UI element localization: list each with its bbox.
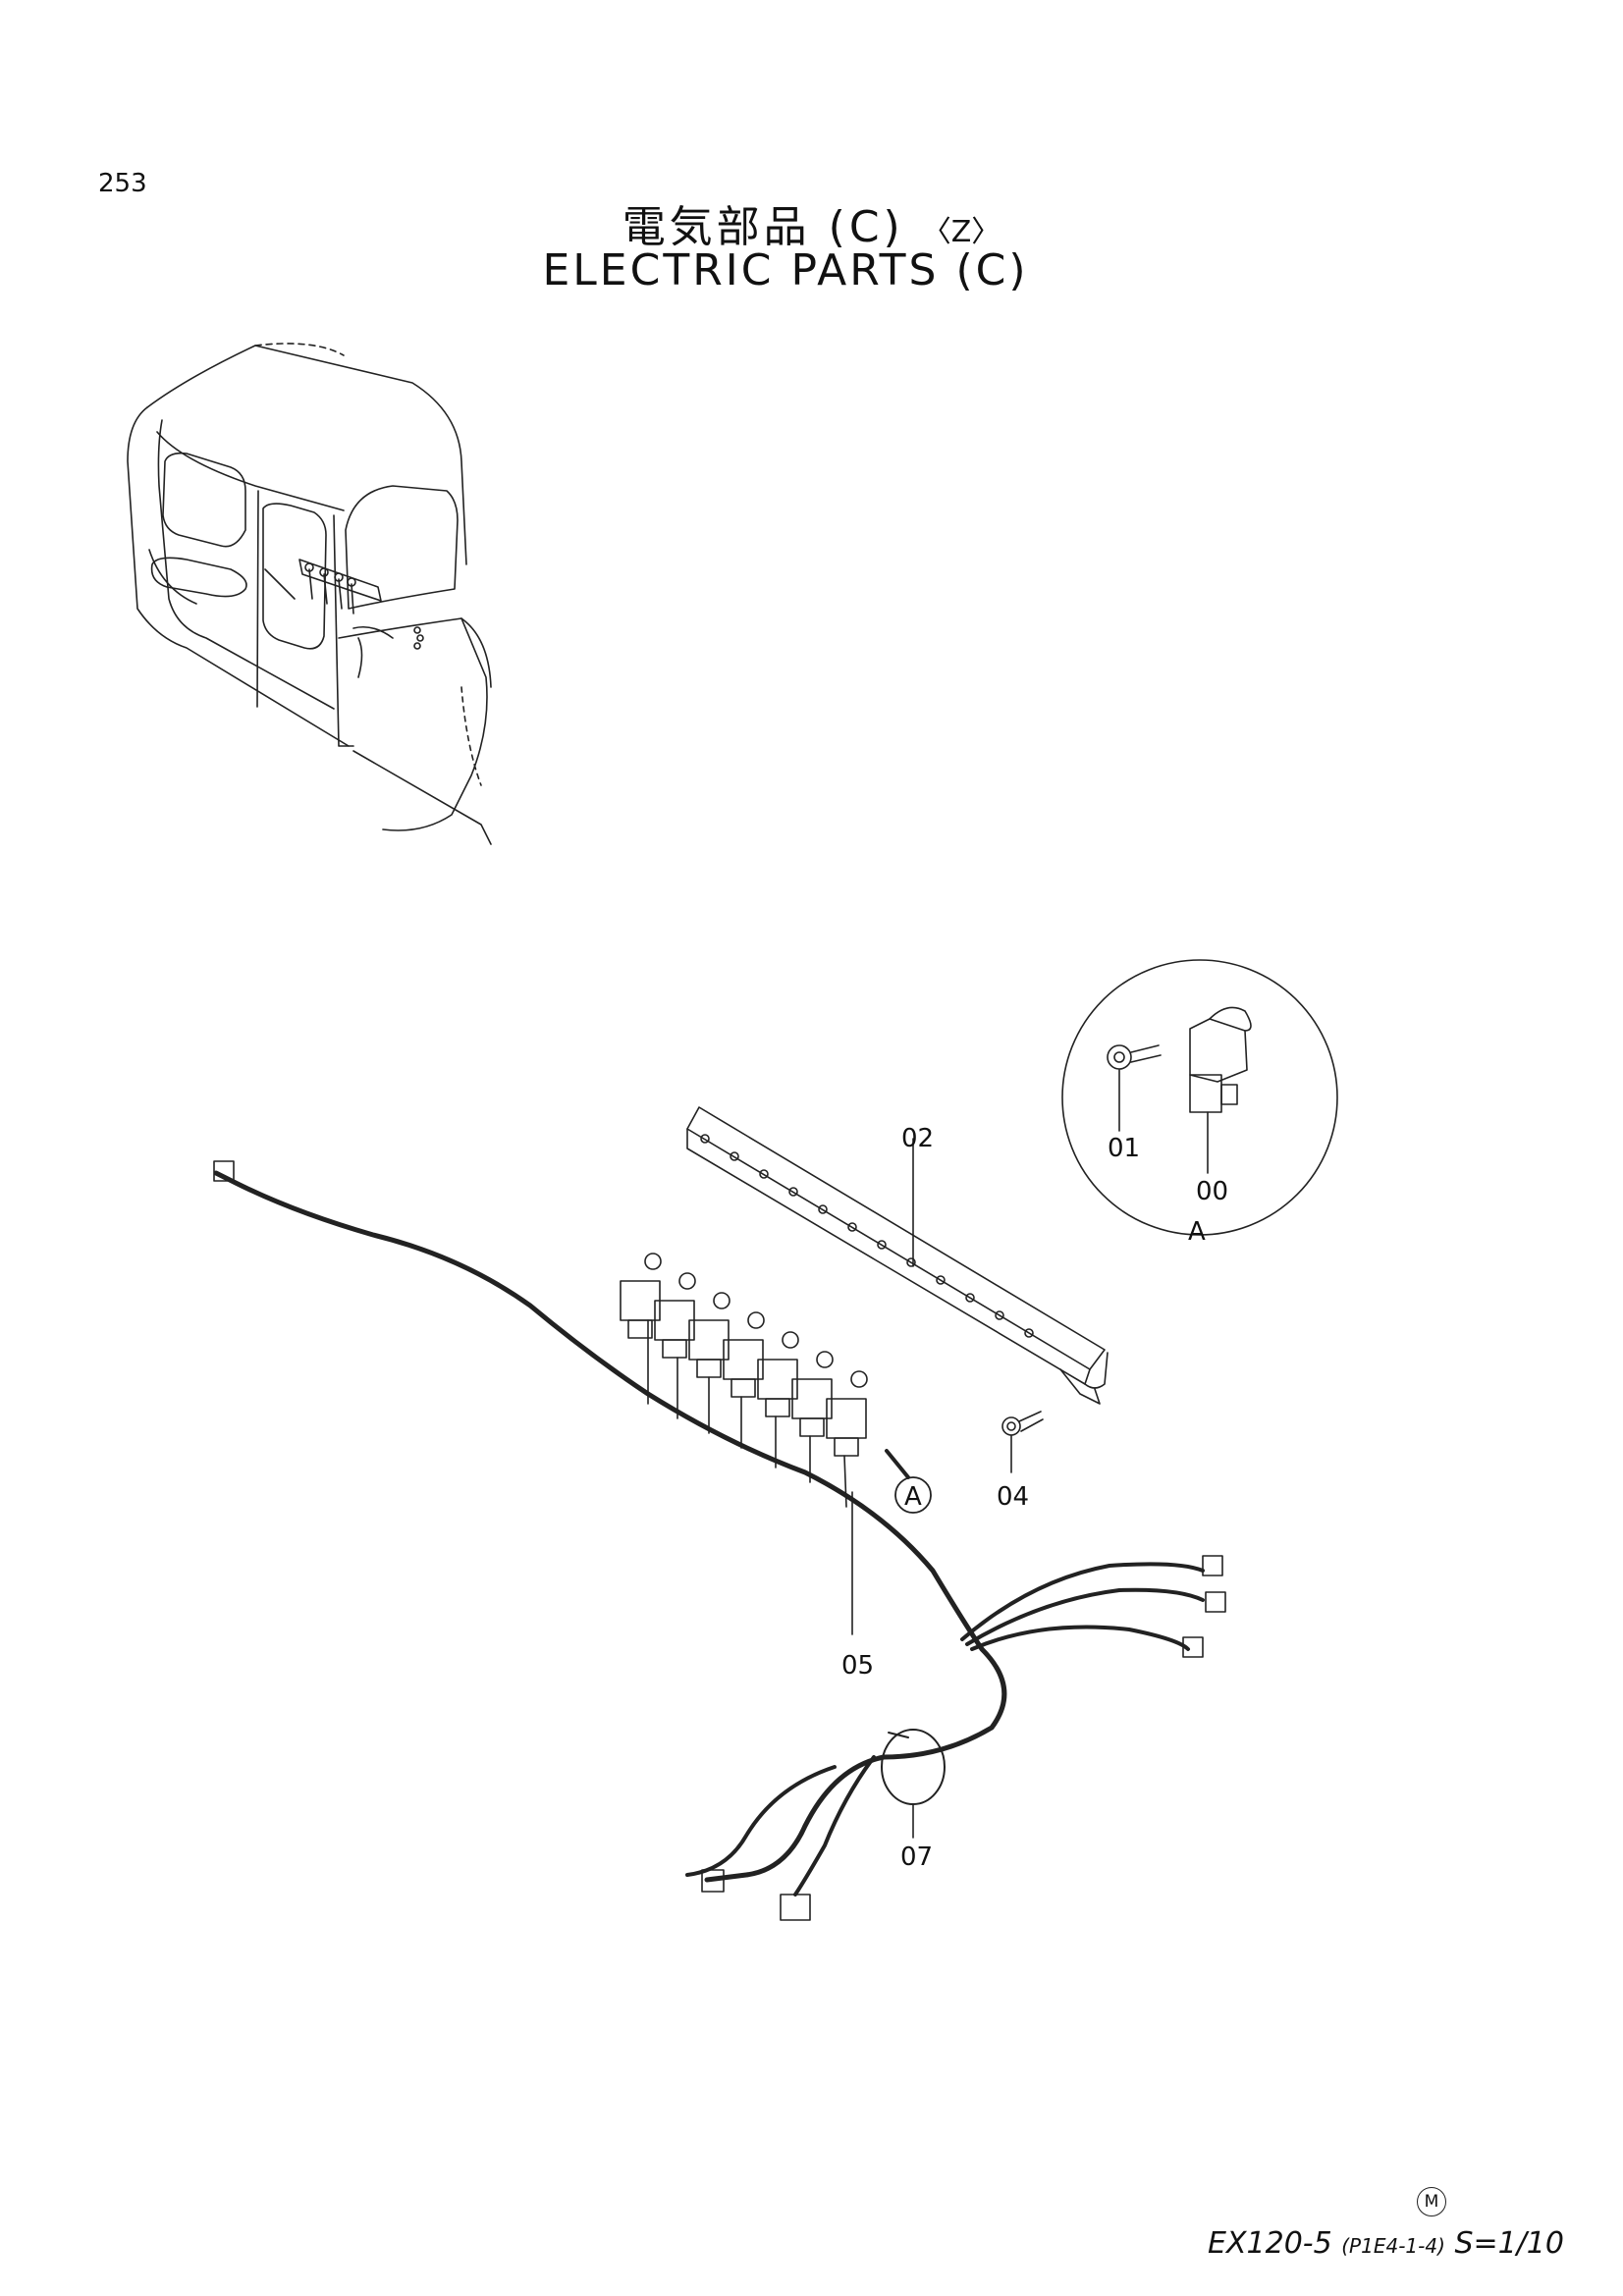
- callout-01: 01: [1108, 1134, 1140, 1163]
- relay-row: [620, 1253, 868, 1508]
- relay-bracket: [686, 1106, 1109, 1405]
- detail-ref-a: A: [904, 1482, 922, 1512]
- callout-07: 07: [900, 1842, 933, 1872]
- connector-bottom-1: [701, 1869, 725, 1893]
- footer-model-info: EX120-5 (P1E4-1-4) S=1/10: [1208, 2226, 1564, 2261]
- footer-ref: (P1E4-1-4): [1341, 2234, 1445, 2258]
- footer-model: EX120-5: [1208, 2226, 1332, 2261]
- title-english: ELECTRIC PARTS (C): [542, 245, 1029, 295]
- detail-ref-circle: [894, 1476, 932, 1514]
- page-number: 253: [98, 169, 147, 198]
- title-variant: 〈Z〉: [921, 215, 1001, 249]
- title-jp-text: 電気部品 (C): [622, 202, 904, 252]
- wire-harness: [213, 1160, 1226, 1921]
- detail-a-circle: [1061, 959, 1338, 1236]
- connector-right-2: [1205, 1591, 1226, 1613]
- connector-right-3: [1182, 1636, 1204, 1658]
- cab-overview-illustration: [127, 343, 492, 845]
- relay-4: [723, 1311, 765, 1449]
- callout-05: 05: [841, 1651, 874, 1681]
- title-japanese: 電気部品 (C) 〈Z〉: [0, 191, 1623, 254]
- relay-3: [688, 1292, 730, 1434]
- clamp-07: [881, 1729, 946, 1805]
- footer-scale: S=1/10: [1454, 2226, 1564, 2261]
- connector-left: [213, 1160, 235, 1182]
- callout-00: 00: [1196, 1177, 1228, 1206]
- m-mark: M: [1417, 2187, 1446, 2216]
- connector-right-1: [1202, 1555, 1223, 1576]
- leader-lines: [851, 1138, 1012, 1839]
- callout-02: 02: [901, 1124, 934, 1153]
- bolt-04: [1001, 1411, 1044, 1436]
- connector-bottom-2: [780, 1894, 811, 1921]
- callout-04: 04: [997, 1482, 1029, 1512]
- detail-a-label: A: [1188, 1217, 1206, 1247]
